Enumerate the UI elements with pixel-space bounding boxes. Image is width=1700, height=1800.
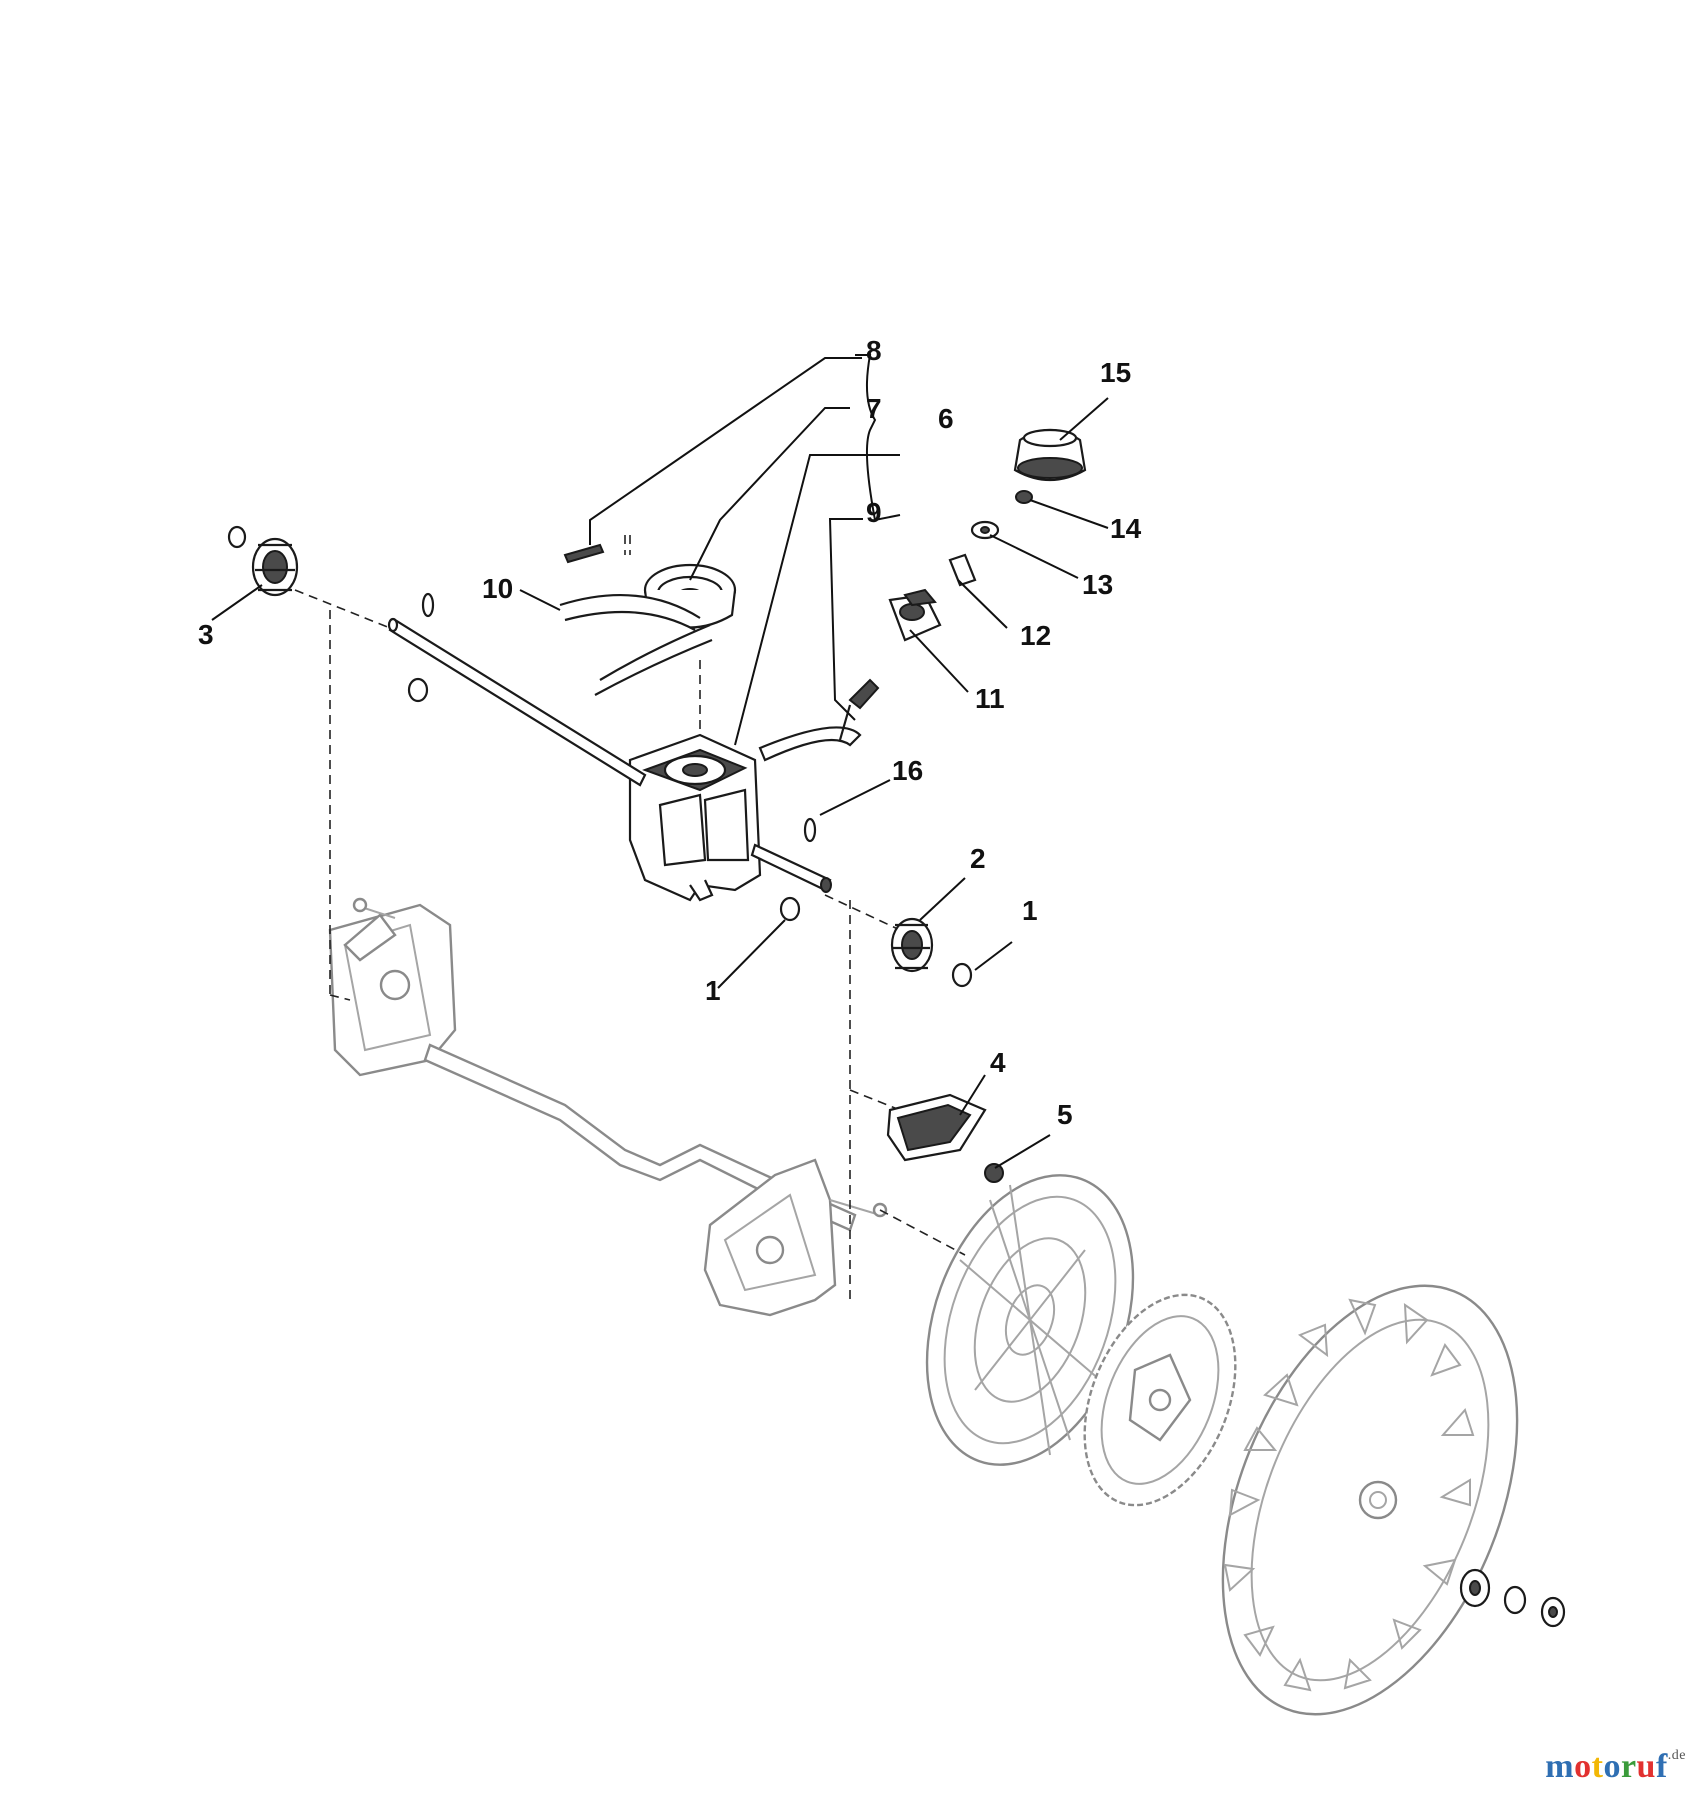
- callout-13: 13: [1082, 569, 1113, 600]
- logo-letter: r: [1620, 1748, 1637, 1785]
- leader-lines: [211, 354, 1109, 1169]
- callout-labels: 1 1 2 3 4 5 6 7 8 9 10 11 12 13 14 15 16: [198, 335, 1142, 1130]
- callout-14: 14: [1110, 513, 1142, 544]
- small-washers: [227, 525, 1004, 1183]
- logo-letter: o: [1603, 1748, 1621, 1785]
- callout-7: 7: [866, 393, 882, 424]
- rear-axle-assembly: [328, 897, 888, 1317]
- alignment-dashes: [294, 535, 966, 1300]
- callout-2: 2: [970, 843, 986, 874]
- adjuster-knob: [1013, 428, 1087, 481]
- callout-6: 6: [938, 403, 954, 434]
- logo-letter: t: [1591, 1748, 1604, 1785]
- control-cable: [758, 678, 880, 762]
- callout-8: 8: [866, 335, 882, 366]
- callout-11: 11: [975, 683, 1005, 714]
- flat-washer-small: [970, 520, 1000, 540]
- logo-letter: f: [1655, 1748, 1668, 1785]
- transmission-gearbox: [628, 733, 762, 902]
- pivot-bushing: [888, 588, 942, 642]
- drive-pinion: [886, 1093, 987, 1162]
- drive-belt: [559, 593, 713, 696]
- small-nut: [1015, 490, 1033, 504]
- roller-bearing-left: [251, 537, 299, 597]
- logo-suffix: .de: [1667, 1748, 1686, 1763]
- callout-5: 5: [1057, 1099, 1073, 1130]
- callout-12: 12: [1020, 620, 1051, 651]
- drive-gear-ring: [1083, 1293, 1237, 1507]
- motoruf-watermark-logo: motoruf.de: [1545, 1748, 1686, 1786]
- callout-16: 16: [892, 755, 923, 786]
- callout-15: 15: [1100, 357, 1131, 388]
- spring-pin: [563, 543, 605, 564]
- callout-1a: 1: [705, 975, 721, 1006]
- callout-1b: 1: [1022, 895, 1038, 926]
- roller-bearing-right: [890, 917, 934, 973]
- drive-shaft: [387, 617, 832, 893]
- callout-9: 9: [866, 497, 882, 528]
- logo-letter: u: [1636, 1748, 1656, 1785]
- rear-wheel: [1221, 1284, 1566, 1716]
- bushing-sleeve: [948, 553, 977, 587]
- logo-letter: o: [1574, 1748, 1592, 1785]
- callout-3: 3: [198, 619, 214, 650]
- callout-10: 10: [482, 573, 513, 604]
- logo-letter: m: [1545, 1748, 1575, 1785]
- callout-4: 4: [990, 1047, 1006, 1078]
